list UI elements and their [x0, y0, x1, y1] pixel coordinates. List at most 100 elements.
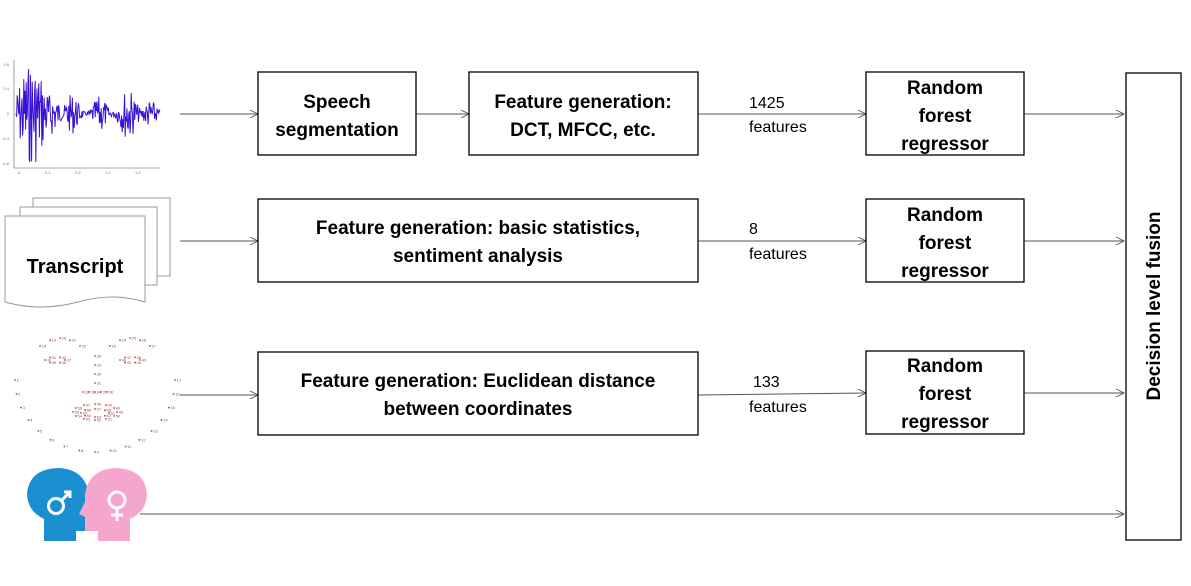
landmark-point [82, 391, 84, 393]
svg-text:0.4: 0.4 [3, 86, 9, 91]
landmark-index: 49 [119, 409, 124, 414]
landmark-point [113, 415, 115, 417]
landmark-point [139, 359, 141, 361]
landmark-point [150, 430, 153, 432]
landmark-index: 39 [52, 360, 57, 365]
landmark-point [124, 445, 127, 448]
audio-feature-generation-label: Feature generation:DCT, MFCC, etc. [494, 92, 671, 141]
female-head-icon [79, 468, 147, 541]
landmark-index: 25 [132, 335, 137, 340]
landmark-index: 32 [85, 389, 90, 394]
landmark-index: 27 [152, 343, 157, 348]
transcript-document-icon [4, 197, 171, 308]
landmark-index: 1 [17, 377, 20, 382]
landmark-point [39, 345, 41, 347]
landmark-point [84, 409, 86, 412]
landmark-point [139, 339, 141, 342]
landmark-index: 23 [112, 343, 117, 348]
landmark-index: 64 [87, 413, 92, 418]
landmark-index: 22 [82, 343, 87, 348]
svg-text:0.4: 0.4 [45, 170, 51, 175]
landmark-point [49, 356, 51, 359]
landmark-index: 36 [109, 389, 114, 394]
face-regressor-box [865, 350, 1025, 435]
landmark-point [14, 379, 16, 381]
landmark-index: 35 [103, 389, 108, 394]
landmark-point [100, 391, 102, 393]
landmark-index: 21 [72, 338, 77, 343]
face-feature-count: 133 [753, 374, 780, 391]
landmark-index: 11 [127, 444, 132, 449]
text-feature-generation-label: Feature generation: basic statistics,sen… [316, 218, 640, 267]
landmark-point [105, 404, 107, 406]
landmark-point [94, 355, 96, 357]
connector-arrows [140, 114, 1124, 514]
landmark-point [94, 364, 96, 366]
landmark-index: 19 [52, 338, 57, 343]
face-feature-generation-box [257, 351, 699, 436]
landmark-point [168, 406, 170, 409]
landmark-index: 65 [83, 410, 88, 415]
waveform-plot: 0.8 0.4 0 -0.4 -0.8 0 0.4 0.8 1.2 1.6 [2, 60, 161, 175]
landmark-index: 37 [67, 357, 72, 362]
svg-text:0.8: 0.8 [3, 62, 9, 67]
landmark-point [49, 361, 51, 364]
waveform-icon [15, 68, 161, 163]
landmark-point [59, 356, 61, 359]
landmark-index: 8 [81, 448, 84, 453]
landmark-point [134, 356, 136, 359]
landmark-index: 31 [97, 380, 102, 385]
landmark-index: 5 [40, 428, 43, 433]
landmark-point [160, 419, 163, 421]
landmark-index: 18 [42, 343, 47, 348]
landmark-point [27, 419, 30, 421]
landmark-point [129, 337, 131, 339]
face-feature-unit: features [749, 399, 807, 416]
landmark-index: 43 [142, 357, 147, 362]
landmark-point [72, 411, 74, 413]
landmark-index: 52 [97, 417, 102, 422]
landmark-index: 4 [30, 417, 33, 422]
landmark-point [94, 382, 96, 384]
landmark-index: 29 [97, 362, 102, 367]
landmark-index: 16 [175, 391, 180, 396]
landmark-index: 20 [62, 335, 67, 340]
landmark-index: 59 [108, 403, 113, 408]
landmark-index: 28 [97, 353, 102, 358]
landmark-index: 66 [87, 408, 92, 413]
landmark-index: 13 [153, 428, 158, 433]
landmark-point [75, 407, 77, 409]
landmark-index: 60 [116, 405, 121, 410]
landmark-point [124, 356, 126, 359]
text-feature-count: 8 [749, 221, 758, 238]
landmark-index: 2 [18, 391, 21, 396]
male-head-icon [27, 468, 95, 541]
landmark-point [113, 407, 115, 409]
landmark-point [116, 411, 118, 413]
landmark-point [88, 391, 90, 393]
landmark-index: 41 [52, 355, 57, 360]
landmark-point [83, 404, 85, 406]
landmark-index: 47 [127, 355, 132, 360]
landmark-index: 10 [112, 448, 117, 453]
landmark-index: 62 [107, 413, 112, 418]
landmark-index: 44 [137, 360, 142, 365]
landmark-index: 15 [171, 405, 176, 410]
landmark-index: 56 [78, 405, 83, 410]
landmark-index: 14 [163, 417, 168, 422]
decision-fusion-label: Decision level fusion [1144, 212, 1165, 401]
landmark-index: 34 [97, 389, 102, 394]
svg-text:1.2: 1.2 [105, 170, 111, 175]
landmark-point [119, 339, 121, 342]
landmark-point [104, 409, 106, 412]
landmark-point [109, 345, 111, 347]
landmark-point [49, 439, 52, 441]
landmark-index: 12 [141, 437, 146, 442]
landmark-index: 40 [47, 357, 52, 362]
